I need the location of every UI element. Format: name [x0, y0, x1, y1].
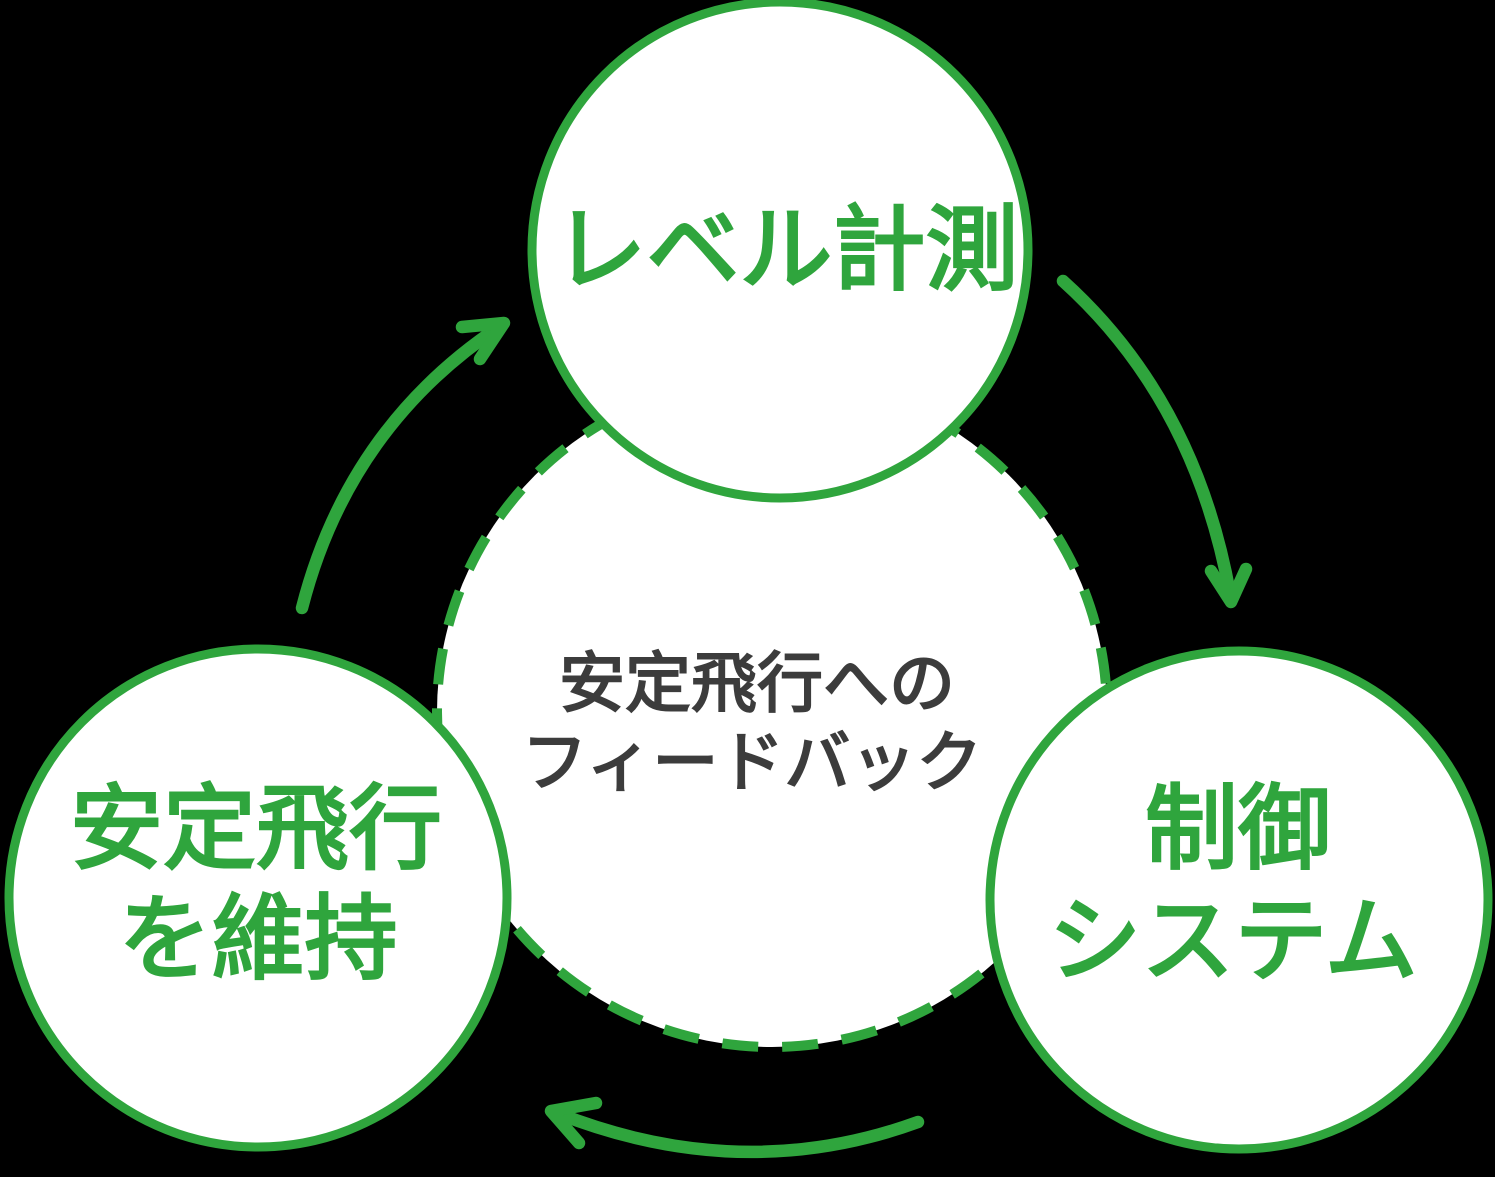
- left-node-label-line2: を維持: [119, 887, 398, 991]
- center-label-line1: 安定飛行への: [559, 646, 955, 720]
- arrow-top-to-right: [1056, 274, 1253, 609]
- arrow-left-to-top-line: [295, 320, 506, 615]
- arrow-left-to-top: [295, 316, 511, 615]
- right-node-label-line2: システム: [1048, 889, 1417, 993]
- right-node-label-line1: 制御: [1145, 777, 1331, 881]
- right-node: 制御 システム: [985, 646, 1493, 1154]
- arrow-right-to-left-head-icon: [544, 1096, 603, 1150]
- arrow-left-to-top-head-icon: [455, 316, 511, 366]
- left-node: 安定飛行 を維持: [4, 644, 512, 1152]
- top-node-label: レベル計測: [554, 198, 1019, 302]
- top-node: レベル計測: [527, 0, 1033, 503]
- right-node-circle: [985, 646, 1493, 1154]
- left-node-label-line1: 安定飛行: [70, 777, 442, 881]
- top-node-circle: [527, 0, 1033, 503]
- left-node-circle: [4, 644, 512, 1152]
- arrow-right-to-left-line: [550, 1106, 925, 1159]
- center-label-line2: フィードバック: [522, 725, 983, 799]
- arrow-top-to-right-head-icon: [1204, 562, 1253, 609]
- arrow-top-to-right-line: [1056, 274, 1237, 601]
- arrow-right-to-left: [544, 1096, 925, 1159]
